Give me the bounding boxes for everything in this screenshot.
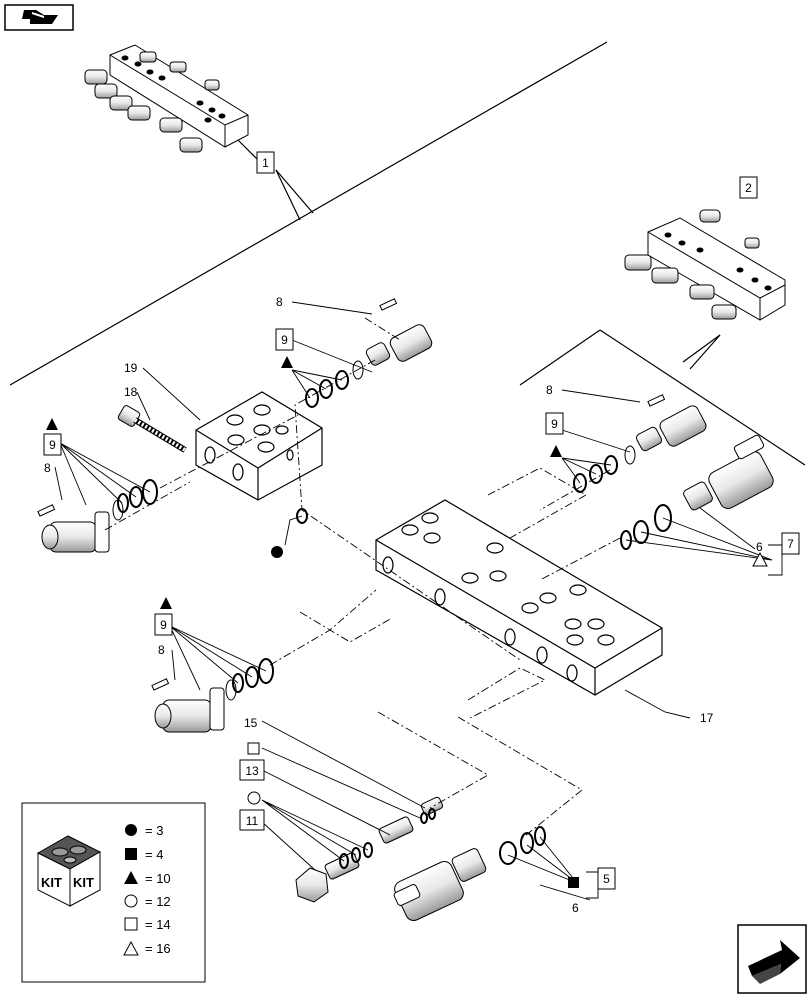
filled-circle-marker: [271, 546, 283, 558]
o-rings: [117, 370, 672, 869]
open-square-marker: [247, 742, 260, 755]
part-label-1: 1: [262, 156, 269, 170]
cartridge-valve-11: [295, 852, 360, 903]
part-label-19: 19: [124, 361, 138, 375]
part-label-9d: 9: [551, 417, 558, 431]
part-label-9b: 9: [49, 438, 56, 452]
kit-label-left: KIT: [41, 875, 62, 890]
cartridge-valve-13: [378, 816, 414, 844]
part-label-9c: 9: [160, 618, 167, 632]
filled-square-marker: [568, 877, 579, 888]
screws-8: [37, 298, 666, 691]
valve-assembly-thumbnail-2: [624, 209, 786, 321]
valve-assembly-thumbnail-1: [84, 44, 249, 153]
kit-label-right: KIT: [73, 875, 94, 890]
legend-open-circle: [124, 894, 138, 908]
leader-lines: [54, 301, 783, 901]
previous-page-icon[interactable]: [4, 4, 74, 31]
legend-filled-square: [125, 848, 137, 860]
legend-open-triangle: [123, 940, 139, 956]
solenoid-valve-left-lower: [154, 679, 237, 733]
part-label-11: 11: [246, 814, 259, 828]
legend-text-4: = 12: [145, 894, 171, 909]
part-label-5: 5: [603, 872, 610, 886]
legend-text-6: = 16: [145, 941, 171, 956]
part-label-7: 7: [787, 537, 794, 551]
filled-triangle-marker: [281, 356, 293, 368]
part-label-8a: 8: [276, 295, 283, 309]
assembly-center-lines: [104, 317, 621, 841]
manifold-block-17: [375, 499, 663, 696]
kit-legend: KIT KIT = 3 = 4 = 10 = 12 = 14 = 16: [21, 802, 206, 983]
filled-triangle-marker: [160, 597, 172, 609]
open-triangle-marker: [752, 551, 768, 567]
part-label-8c: 8: [44, 461, 51, 475]
solenoid-valve-left-upper: [41, 499, 124, 553]
part-label-15: 15: [244, 716, 258, 730]
legend-text-5: = 14: [145, 917, 171, 932]
next-page-icon[interactable]: [737, 924, 807, 994]
legend-filled-triangle: [124, 871, 138, 884]
part-label-17: 17: [700, 711, 714, 725]
legend-text-3: = 10: [145, 871, 171, 886]
part-label-9a: 9: [281, 333, 288, 347]
solenoid-valve-top: [352, 324, 433, 380]
manifold-block-19: [195, 391, 323, 501]
solenoid-valve-bottom: [393, 848, 487, 922]
solenoid-valve-right-upper: [624, 405, 707, 465]
bolt-18: [117, 405, 187, 453]
part-label-13: 13: [245, 764, 259, 778]
divider-lines: [9, 41, 806, 466]
legend-text-2: = 4: [145, 847, 163, 862]
filled-triangle-marker: [46, 418, 58, 430]
part-label-18: 18: [124, 385, 138, 399]
solenoid-valve-right-lower: [683, 434, 774, 511]
part-label-8b: 8: [546, 383, 553, 397]
part-label-6a: 6: [756, 540, 763, 554]
filled-triangle-marker: [550, 445, 562, 457]
legend-filled-circle: [125, 824, 137, 836]
open-circle-marker: [247, 791, 261, 805]
legend-open-square: [124, 917, 138, 931]
kit-box-icon: [36, 835, 102, 907]
part-label-6b: 6: [572, 901, 579, 915]
part-labels: 1 2 9 9 9 9 7 5 13 11 8 8 8 8 19 18 17 1…: [43, 151, 800, 915]
part-label-8d: 8: [158, 643, 165, 657]
kit-symbol-markers: [46, 356, 768, 888]
legend-text-1: = 3: [145, 823, 163, 838]
part-label-2: 2: [745, 181, 752, 195]
